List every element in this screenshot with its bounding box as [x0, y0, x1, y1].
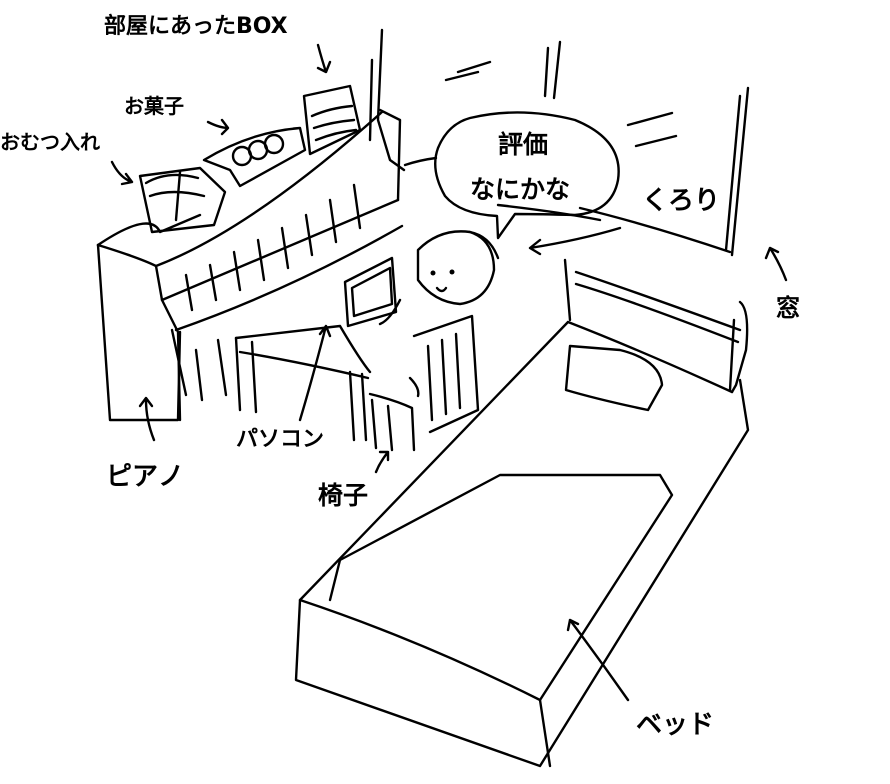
snacks-drawing [202, 126, 307, 188]
label-computer: パソコン [236, 427, 325, 452]
label-window: 窓 [776, 294, 800, 322]
speech-bubble [434, 111, 620, 240]
chair-drawing [368, 314, 480, 452]
window-drawing [368, 28, 750, 257]
room-box-drawing [302, 84, 362, 156]
girl-drawing [378, 230, 500, 326]
label-chair: 椅子 [318, 481, 369, 510]
bed-drawing [294, 258, 750, 768]
label-character: くろり [642, 186, 721, 216]
diaper-box-drawing [138, 166, 227, 234]
label-piano: ピアノ [106, 462, 185, 492]
laptop-drawing [343, 256, 398, 328]
speech-text-line2: なにかな [470, 175, 571, 204]
desk-drawing [234, 324, 372, 442]
label-bed: ベッド [636, 710, 715, 740]
speech-text-line1: 評価 [498, 130, 549, 159]
annotation-arrows [110, 43, 788, 702]
label-snacks: お菓子 [124, 94, 184, 118]
label-diaper-box: おむつ入れ [0, 130, 100, 154]
piano-drawing [96, 108, 404, 422]
label-room-box: 部屋にあったBOX [104, 14, 288, 39]
